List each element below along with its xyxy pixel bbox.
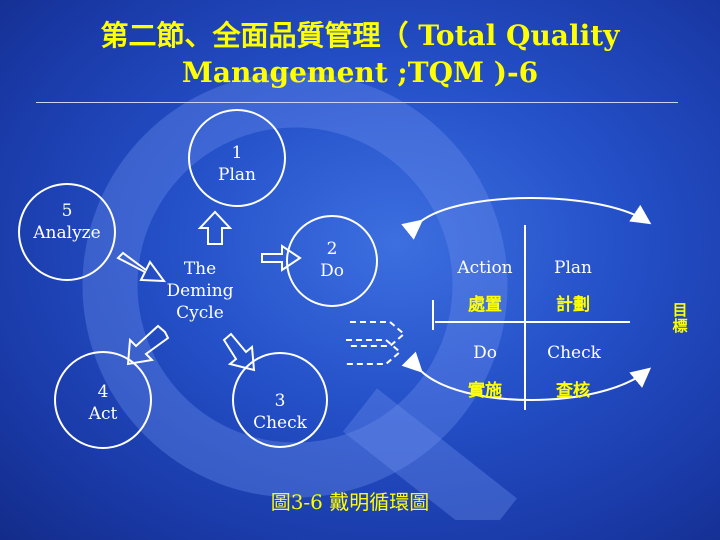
plan-label: 1 Plan xyxy=(207,142,267,186)
matrix-arc-top xyxy=(401,197,652,240)
title-line-2: Management ;TQM )-6 xyxy=(181,56,539,89)
arrow-to-do xyxy=(261,244,302,272)
do-number: 2 xyxy=(326,239,338,259)
matrix-do-zh: 實施 xyxy=(468,381,502,401)
center-label: The Deming Cycle xyxy=(150,258,250,324)
center-line-1: The xyxy=(183,259,217,279)
do-label: 2 Do xyxy=(302,238,362,282)
dashed-arrow xyxy=(346,321,406,365)
check-text: Check xyxy=(253,413,307,433)
act-text: Act xyxy=(88,404,118,424)
do-text: Do xyxy=(320,261,344,281)
act-number: 4 xyxy=(97,382,109,402)
arrow-to-check xyxy=(222,332,256,372)
matrix-check-en: Check xyxy=(547,343,601,363)
arrow-to-plan xyxy=(197,210,233,245)
matrix-action-en: Action xyxy=(457,258,513,278)
arrow-to-analyze xyxy=(116,251,167,283)
plan-text: Plan xyxy=(218,165,256,185)
title-line-1: 第二節、全面品質管理（ Total Quality xyxy=(100,19,620,52)
plan-number: 1 xyxy=(231,143,243,163)
matrix-side-label: 目標 xyxy=(672,301,688,335)
act-label: 4 Act xyxy=(73,381,133,425)
matrix-do-en: Do xyxy=(473,343,497,363)
analyze-label: 5 Analyze xyxy=(27,200,107,244)
analyze-number: 5 xyxy=(61,201,73,221)
title-divider xyxy=(36,102,678,103)
matrix-check-zh: 查核 xyxy=(556,381,590,401)
matrix-arc-bottom xyxy=(401,351,652,401)
arrow-to-act xyxy=(126,324,170,366)
figure-caption: 圖3-6 戴明循環圖 xyxy=(270,490,430,514)
analyze-text: Analyze xyxy=(33,223,101,243)
matrix-plan-en: Plan xyxy=(554,258,592,278)
analyze-node xyxy=(18,183,116,281)
center-line-2: Deming xyxy=(166,281,234,301)
check-number: 3 xyxy=(274,391,286,411)
q-watermark xyxy=(82,72,517,520)
matrix-plan-zh: 計劃 xyxy=(556,295,590,315)
check-node xyxy=(232,352,328,448)
plan-node xyxy=(188,109,286,207)
do-node xyxy=(286,215,378,307)
act-node xyxy=(54,351,152,449)
center-line-3: Cycle xyxy=(176,303,224,323)
matrix-action-zh: 處置 xyxy=(468,295,502,315)
check-label: 3 Check xyxy=(245,390,315,434)
